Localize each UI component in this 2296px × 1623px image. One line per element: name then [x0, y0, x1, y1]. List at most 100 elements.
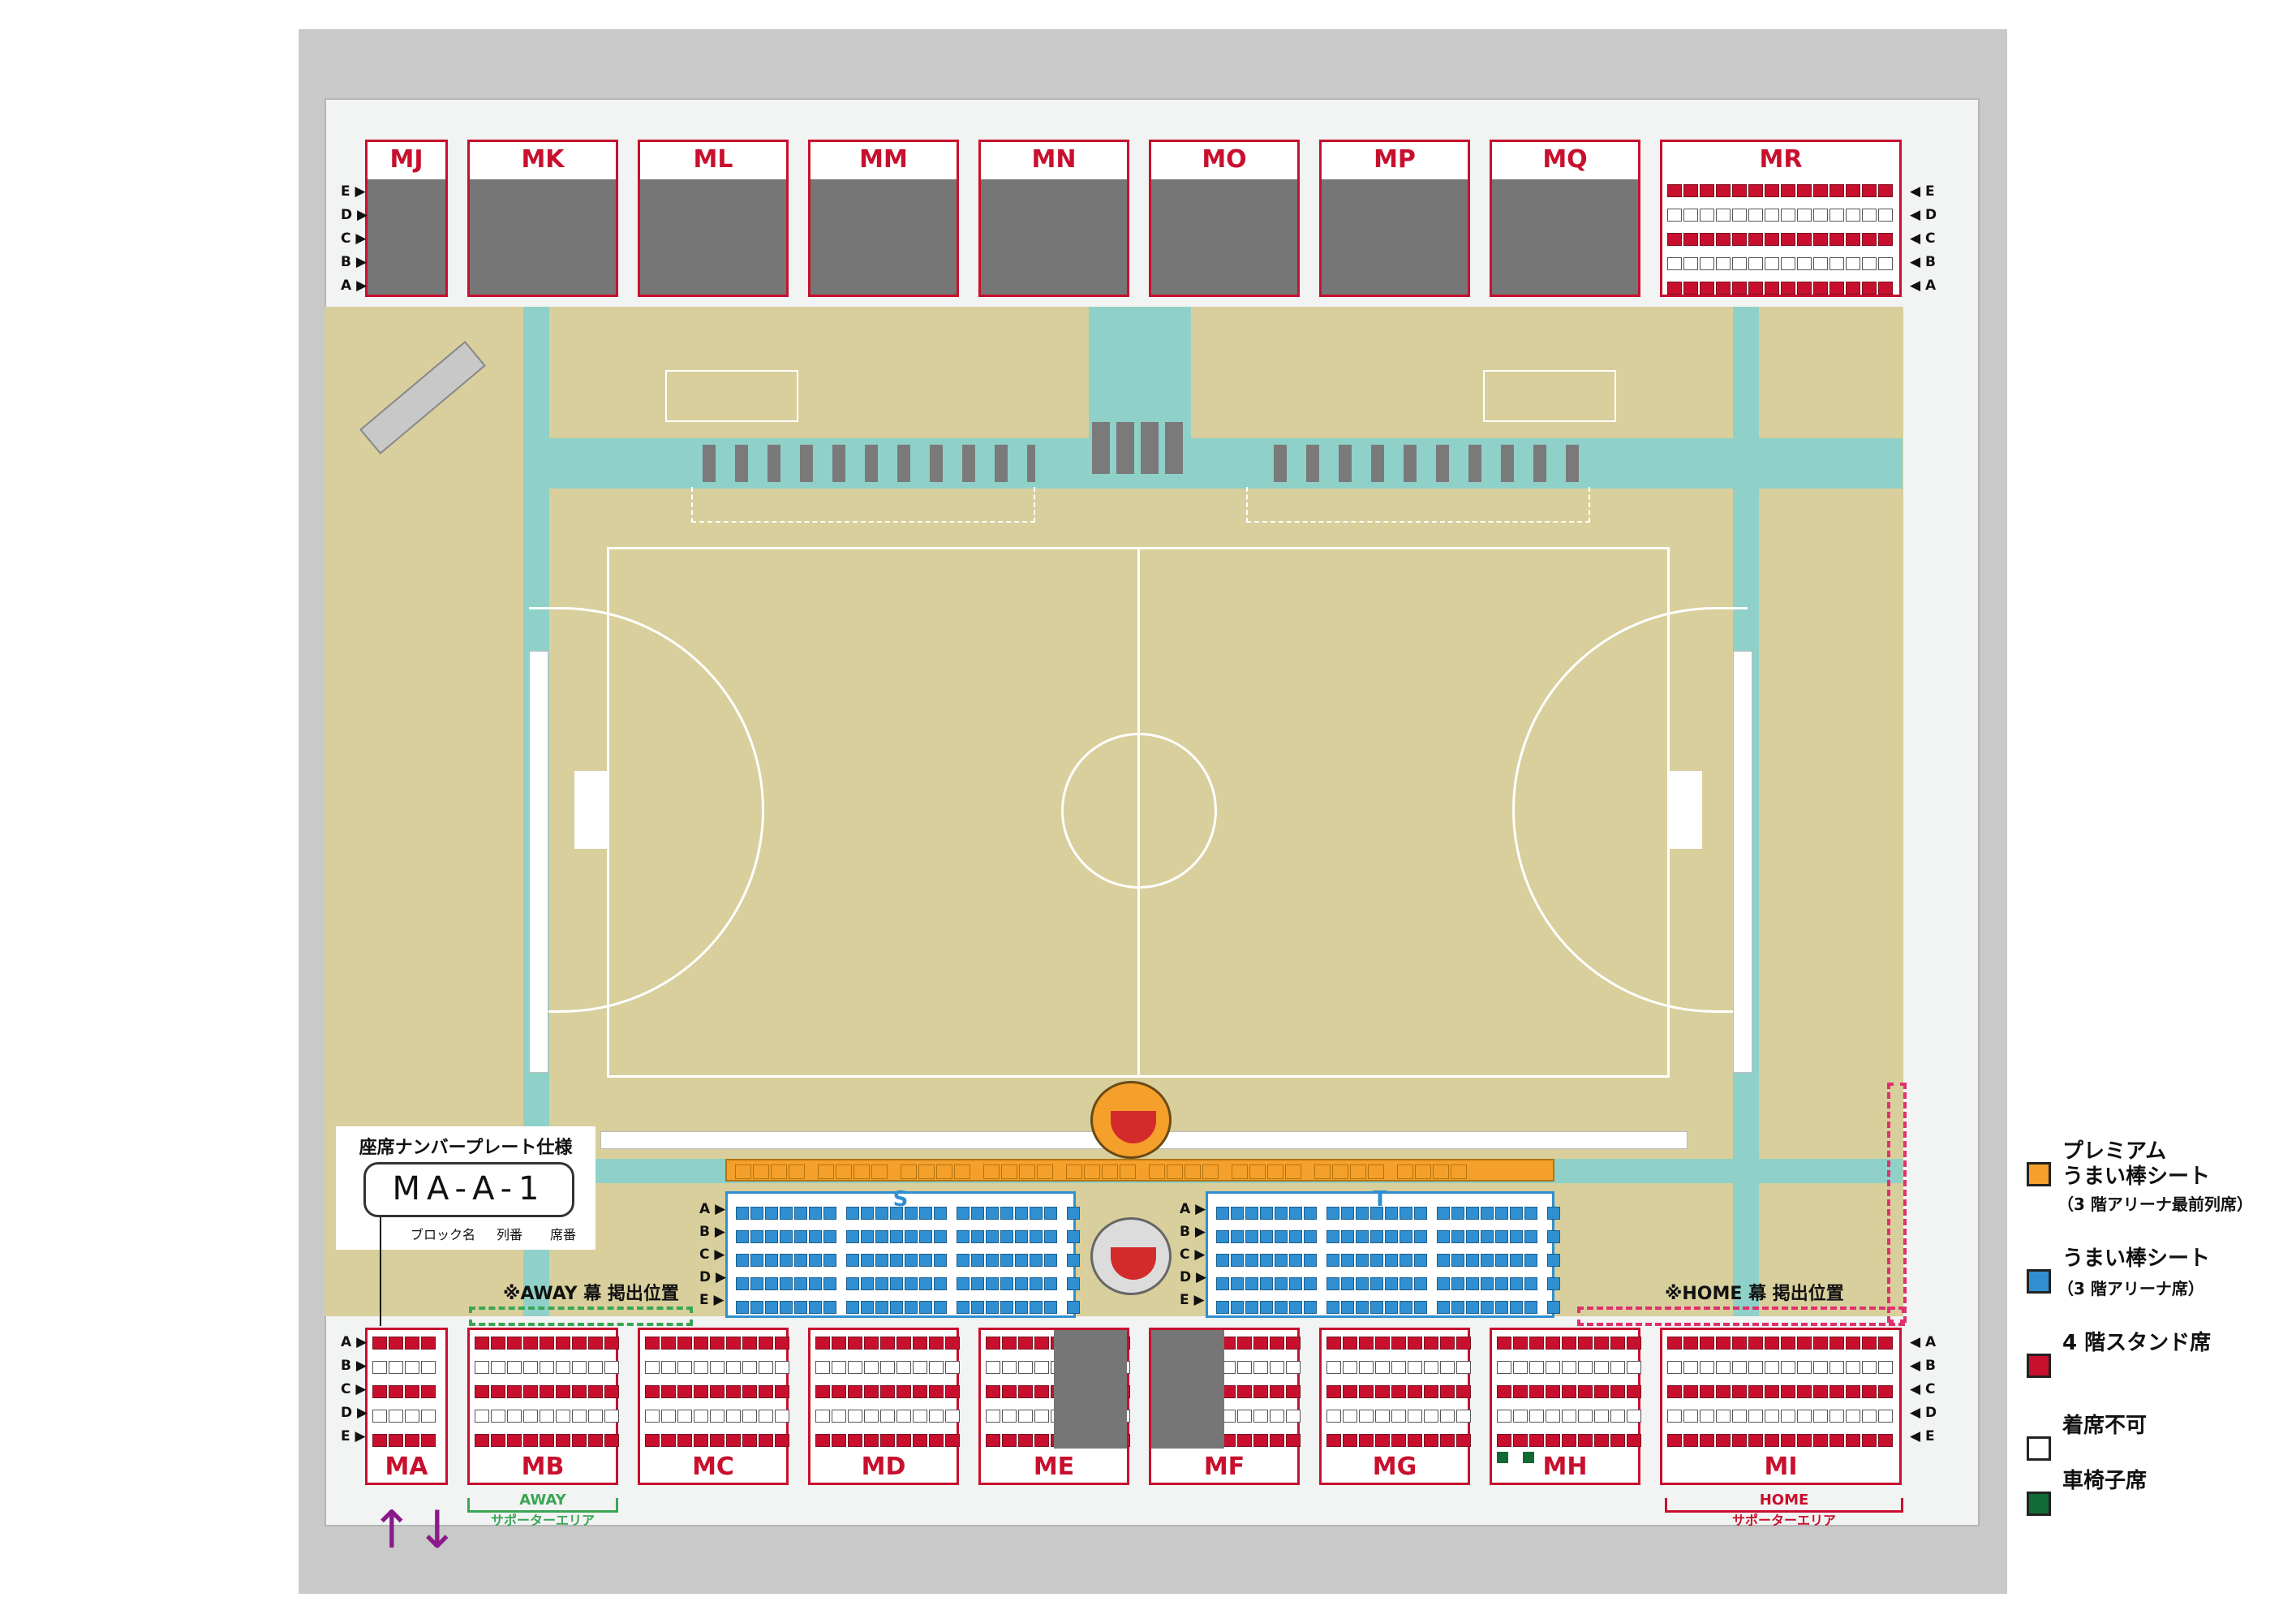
- seat: [389, 1385, 403, 1398]
- seat: [1781, 1410, 1795, 1423]
- arena-seat: [986, 1230, 999, 1243]
- seat: [1326, 1410, 1341, 1423]
- seat: [1781, 282, 1795, 295]
- premium-seat: [1368, 1165, 1384, 1179]
- seat: [475, 1410, 489, 1423]
- seat-row: [1326, 1361, 1471, 1374]
- arena-seat: [986, 1301, 999, 1314]
- seat: [572, 1361, 587, 1374]
- arena-seat: [1304, 1277, 1317, 1290]
- seat: [1716, 209, 1731, 222]
- seat: [1237, 1337, 1252, 1350]
- premium-seat: [1120, 1165, 1136, 1179]
- arena-seat: [736, 1254, 749, 1267]
- seat: [1781, 1361, 1795, 1374]
- arena-seat: [1044, 1301, 1057, 1314]
- seat: [677, 1434, 692, 1447]
- seat: [1343, 1361, 1357, 1374]
- seat: [1813, 233, 1828, 246]
- seat: [556, 1361, 570, 1374]
- arena-seat: [971, 1301, 984, 1314]
- seat: [572, 1337, 587, 1350]
- premium-seat: [1397, 1165, 1413, 1179]
- stand-block-label: MH: [1542, 1453, 1588, 1481]
- seat: [815, 1410, 830, 1423]
- seat: [1700, 1410, 1714, 1423]
- seat: [1253, 1337, 1268, 1350]
- arena-seat: [875, 1277, 888, 1290]
- premium-seat: [1350, 1165, 1366, 1179]
- arena-seat: [1304, 1301, 1317, 1314]
- seat: [726, 1361, 741, 1374]
- seat: [1343, 1337, 1357, 1350]
- seat: [604, 1385, 619, 1398]
- seat: [1829, 209, 1844, 222]
- arena-seat: [1385, 1301, 1398, 1314]
- arena-seat: [1067, 1230, 1080, 1243]
- arena-seat: [1260, 1207, 1273, 1220]
- seat: [389, 1410, 403, 1423]
- seat: [913, 1337, 927, 1350]
- premium-seat: [1332, 1165, 1348, 1179]
- seat: [742, 1434, 757, 1447]
- seat: [1424, 1385, 1438, 1398]
- arena-seat-row: [1216, 1207, 1560, 1220]
- arena-seat: [1000, 1207, 1013, 1220]
- seat: [1594, 1361, 1609, 1374]
- seat: [1878, 1361, 1893, 1374]
- seat: [1546, 1361, 1560, 1374]
- premium-seat: [1267, 1165, 1283, 1179]
- arena-seat: [809, 1277, 822, 1290]
- seat: [1343, 1434, 1357, 1447]
- arena-seat: [1481, 1207, 1494, 1220]
- seat: [1408, 1434, 1422, 1447]
- seat: [1829, 257, 1844, 270]
- seat: [556, 1434, 570, 1447]
- arena-seat: [1000, 1277, 1013, 1290]
- seat: [1546, 1434, 1560, 1447]
- arena-seat: [1326, 1230, 1339, 1243]
- row-marker-bottom-left: E ▶: [341, 1428, 366, 1444]
- seat: [1846, 282, 1860, 295]
- premium-seat: [1202, 1165, 1219, 1179]
- seat: [1667, 1337, 1682, 1350]
- plate-part-row: 列番: [497, 1227, 523, 1242]
- seat: [1529, 1337, 1544, 1350]
- seat: [604, 1410, 619, 1423]
- seat: [1732, 233, 1747, 246]
- arena-seat: [1356, 1301, 1369, 1314]
- seat: [1862, 1434, 1877, 1447]
- seat: [1716, 1385, 1731, 1398]
- row-marker-center-mid: D ▶: [1180, 1269, 1207, 1285]
- arena-seat: [1000, 1301, 1013, 1314]
- seat: [759, 1385, 773, 1398]
- plate-part-seat: 席番: [550, 1227, 577, 1242]
- premium-seat: [1415, 1165, 1431, 1179]
- plate-example: MA-A-1: [392, 1170, 546, 1208]
- seat: [1562, 1410, 1576, 1423]
- seat-row: [372, 1337, 436, 1350]
- arena-seat: [971, 1254, 984, 1267]
- seat-row: [1667, 1385, 1893, 1398]
- arena-seat: [809, 1301, 822, 1314]
- arena-seat: [890, 1207, 903, 1220]
- seat: [1627, 1337, 1641, 1350]
- seat-row: [475, 1385, 619, 1398]
- seat: [475, 1361, 489, 1374]
- seat: [1862, 1337, 1877, 1350]
- seat: [1700, 282, 1714, 295]
- seat: [1813, 257, 1828, 270]
- seat: [1034, 1434, 1049, 1447]
- legend-label: うまい棒シート: [2062, 1246, 2211, 1271]
- stand-block-ml: ML: [638, 140, 789, 297]
- seat-row: [1667, 184, 1893, 197]
- seat: [1424, 1410, 1438, 1423]
- arena-seat: [846, 1230, 859, 1243]
- row-marker-top-left: A ▶: [341, 278, 368, 294]
- seat: [759, 1410, 773, 1423]
- seat: [572, 1385, 587, 1398]
- plate-spec-title: 座席ナンバープレート仕様: [359, 1138, 573, 1158]
- arena-seat: [1414, 1254, 1427, 1267]
- premium-seat: [789, 1165, 805, 1179]
- premium-seat: [1451, 1165, 1467, 1179]
